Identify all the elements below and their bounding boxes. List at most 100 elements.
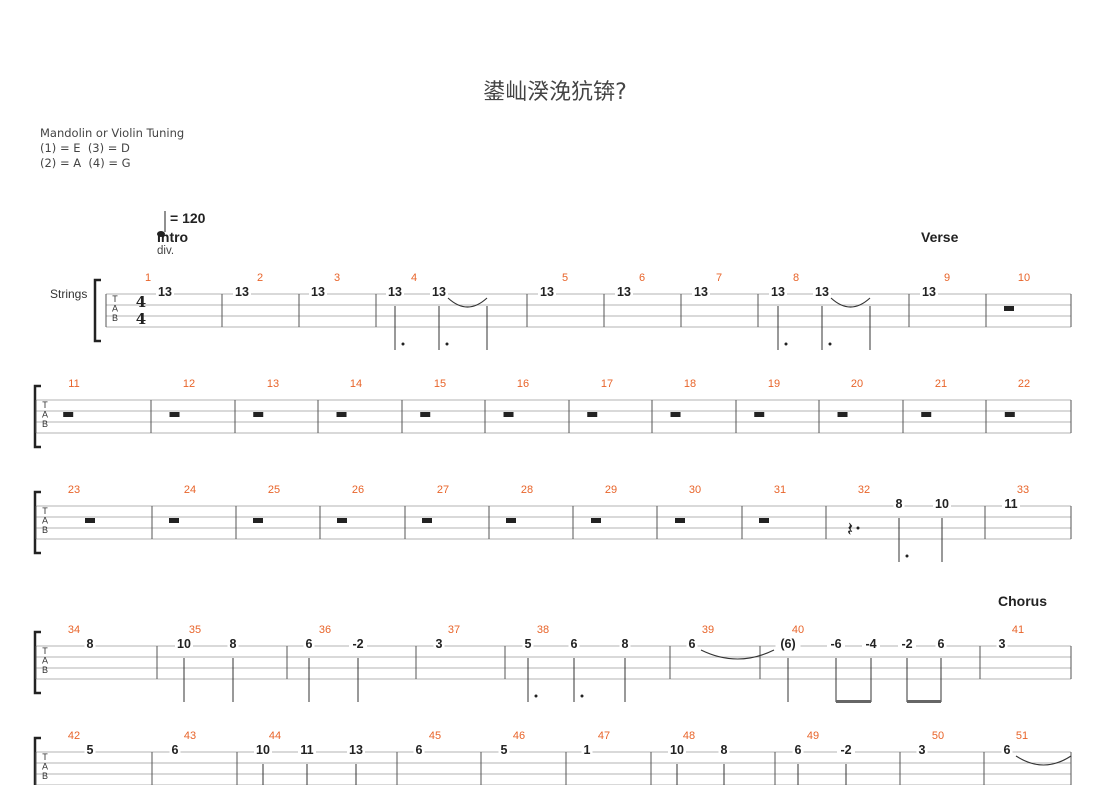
fret-number: 13 xyxy=(617,285,631,299)
fret-backdrop xyxy=(935,638,947,650)
fret-number: 6 xyxy=(689,637,696,651)
whole-rest xyxy=(253,412,264,417)
section-verse: Verse xyxy=(921,229,959,245)
fret-number: 13 xyxy=(815,285,829,299)
fret-backdrop xyxy=(615,286,633,298)
dotted-note xyxy=(445,342,449,346)
measure-number: 36 xyxy=(319,624,331,636)
measure-number: 47 xyxy=(598,730,610,742)
measure-number: 1 xyxy=(145,272,151,284)
tie-arc xyxy=(1015,755,1072,766)
measure-number: 27 xyxy=(437,484,449,496)
measure-number: 34 xyxy=(68,624,80,636)
beam xyxy=(836,700,871,703)
fret-number: 8 xyxy=(87,637,94,651)
tempo-note-head xyxy=(157,231,165,237)
fret-number: -2 xyxy=(352,637,363,651)
tab-clef-letter: A xyxy=(42,656,48,666)
fret-backdrop xyxy=(686,638,698,650)
measure-number: 30 xyxy=(689,484,701,496)
whole-rest xyxy=(63,412,74,417)
fret-backdrop xyxy=(386,286,404,298)
fret-number: 6 xyxy=(416,743,423,757)
section-intro: Intro xyxy=(157,229,189,245)
section-chorus: Chorus xyxy=(998,593,1047,609)
tab-clef-letter: B xyxy=(42,419,48,429)
measure-number: 3 xyxy=(334,272,340,284)
fret-backdrop xyxy=(303,638,315,650)
quarter-rest: 𝄽 xyxy=(847,517,853,541)
fret-backdrop xyxy=(347,744,365,756)
fret-backdrop xyxy=(227,638,239,650)
fret-backdrop xyxy=(298,744,316,756)
system-bracket xyxy=(33,630,41,695)
tab-clef-letter: B xyxy=(42,525,48,535)
dotted-note xyxy=(580,694,584,698)
measure-number: 9 xyxy=(944,272,950,284)
dotted-note xyxy=(905,554,909,558)
tuning-info: Mandolin or Violin Tuning (1) = E (3) = … xyxy=(40,126,184,171)
whole-rest xyxy=(675,518,685,523)
fret-backdrop xyxy=(1002,498,1020,510)
tab-clef-letter: T xyxy=(42,646,48,656)
system-bracket xyxy=(93,278,101,343)
measure-number: 18 xyxy=(684,378,696,390)
fret-backdrop xyxy=(668,744,686,756)
measure-number: 25 xyxy=(268,484,280,496)
fret-backdrop xyxy=(175,638,193,650)
tab-clef-letter: T xyxy=(42,752,48,762)
measure-number: 23 xyxy=(68,484,80,496)
fret-number: 10 xyxy=(935,497,949,511)
fret-backdrop xyxy=(233,286,251,298)
fret-number: 8 xyxy=(230,637,237,651)
measure-number: 22 xyxy=(1018,378,1030,390)
fret-backdrop xyxy=(254,744,272,756)
tie-arc xyxy=(830,297,871,308)
whole-rest xyxy=(503,412,514,417)
measure-number: 38 xyxy=(537,624,549,636)
dotted-note xyxy=(784,342,788,346)
fret-backdrop xyxy=(156,286,174,298)
fret-backdrop xyxy=(692,286,710,298)
fret-number: 5 xyxy=(501,743,508,757)
fret-number: 8 xyxy=(721,743,728,757)
tab-clef-letter: T xyxy=(112,294,118,304)
tuning-line-2: (2) = A (4) = G xyxy=(40,156,131,170)
fret-backdrop xyxy=(769,286,787,298)
system-bracket xyxy=(33,490,41,555)
fret-backdrop xyxy=(813,286,831,298)
measure-number: 31 xyxy=(774,484,786,496)
measure-number: 16 xyxy=(517,378,529,390)
fret-number: 8 xyxy=(622,637,629,651)
whole-rest xyxy=(1004,306,1014,311)
fret-backdrop xyxy=(84,638,96,650)
tab-clef-letter: A xyxy=(42,410,48,420)
fret-backdrop xyxy=(718,744,730,756)
rest-dot xyxy=(856,526,860,530)
system-bracket xyxy=(33,384,41,449)
measure-number: 46 xyxy=(513,730,525,742)
whole-rest xyxy=(759,518,769,523)
beam xyxy=(907,700,941,703)
fret-backdrop xyxy=(581,744,593,756)
measure-number: 32 xyxy=(858,484,870,496)
measure-number: 42 xyxy=(68,730,80,742)
dotted-note xyxy=(828,342,832,346)
fret-number: -6 xyxy=(830,637,841,651)
measure-number: 51 xyxy=(1016,730,1028,742)
fret-number: 13 xyxy=(432,285,446,299)
fret-backdrop xyxy=(522,638,534,650)
whole-rest xyxy=(754,412,765,417)
fret-number: 5 xyxy=(525,637,532,651)
fret-number: 6 xyxy=(571,637,578,651)
measure-number: 19 xyxy=(768,378,780,390)
measure-number: 37 xyxy=(448,624,460,636)
tab-clef-letter: B xyxy=(112,313,118,323)
measure-number: 50 xyxy=(932,730,944,742)
measure-number: 21 xyxy=(935,378,947,390)
measure-number: 12 xyxy=(183,378,195,390)
whole-rest xyxy=(670,412,681,417)
measure-number: 45 xyxy=(429,730,441,742)
whole-rest xyxy=(587,412,598,417)
fret-number: 13 xyxy=(349,743,363,757)
